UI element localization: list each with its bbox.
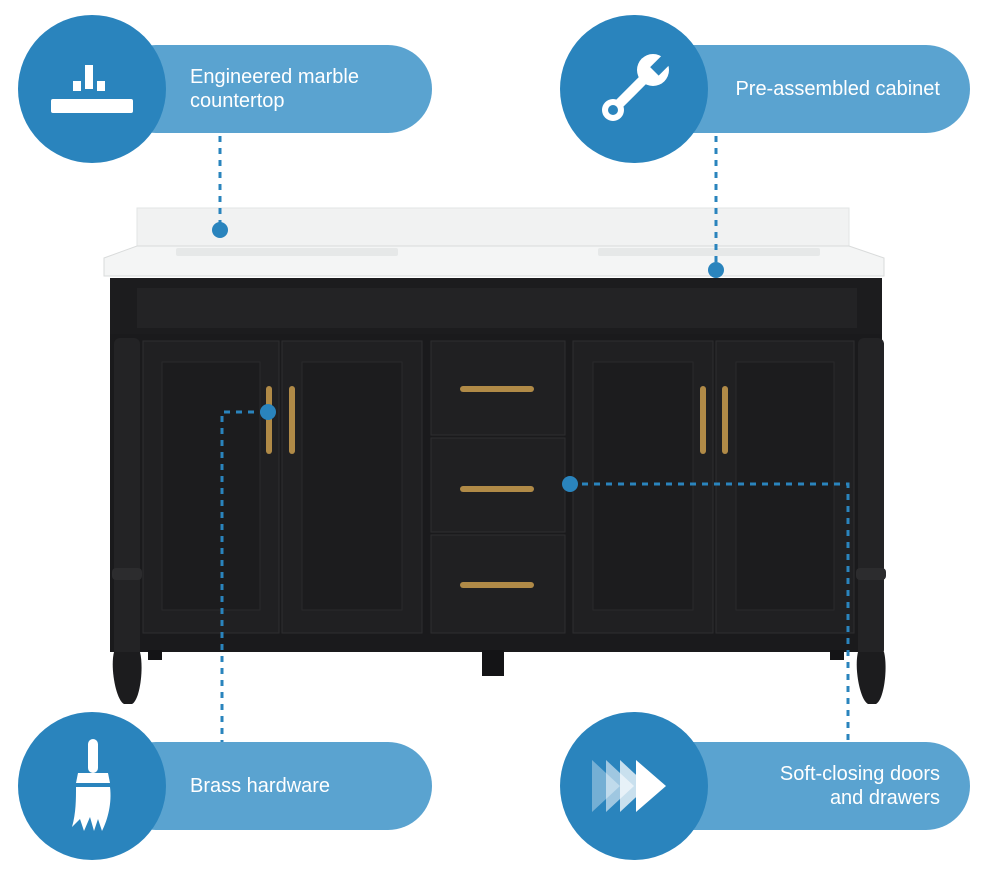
countertop-icon (51, 65, 133, 113)
wrench-icon-circle (560, 15, 708, 163)
connector-dots (212, 222, 724, 492)
connector-lines (218, 136, 850, 742)
left-pillar (112, 338, 142, 704)
callout-softclose-label: Soft-closing doors and drawers (779, 763, 940, 809)
right-pillar (856, 338, 886, 704)
fast-forward-icon-circle (560, 712, 708, 860)
brush-icon-circle (18, 712, 166, 860)
right-doors (572, 340, 855, 634)
callout-countertop-label: Engineered marble countertop (190, 66, 359, 112)
countertop-backsplash (136, 207, 850, 249)
callout-hardware-label: Brass hardware (190, 775, 331, 797)
left-doors (142, 340, 423, 634)
callout-cabinet-label: Pre-assembled cabinet (735, 78, 940, 100)
brass-handles (266, 386, 728, 588)
brush-icon (72, 739, 111, 831)
wrench-icon (602, 53, 673, 121)
fast-forward-icon (592, 760, 666, 812)
callout-countertop: Engineered marble countertop (112, 45, 432, 133)
countertop-icon-circle (18, 15, 166, 163)
